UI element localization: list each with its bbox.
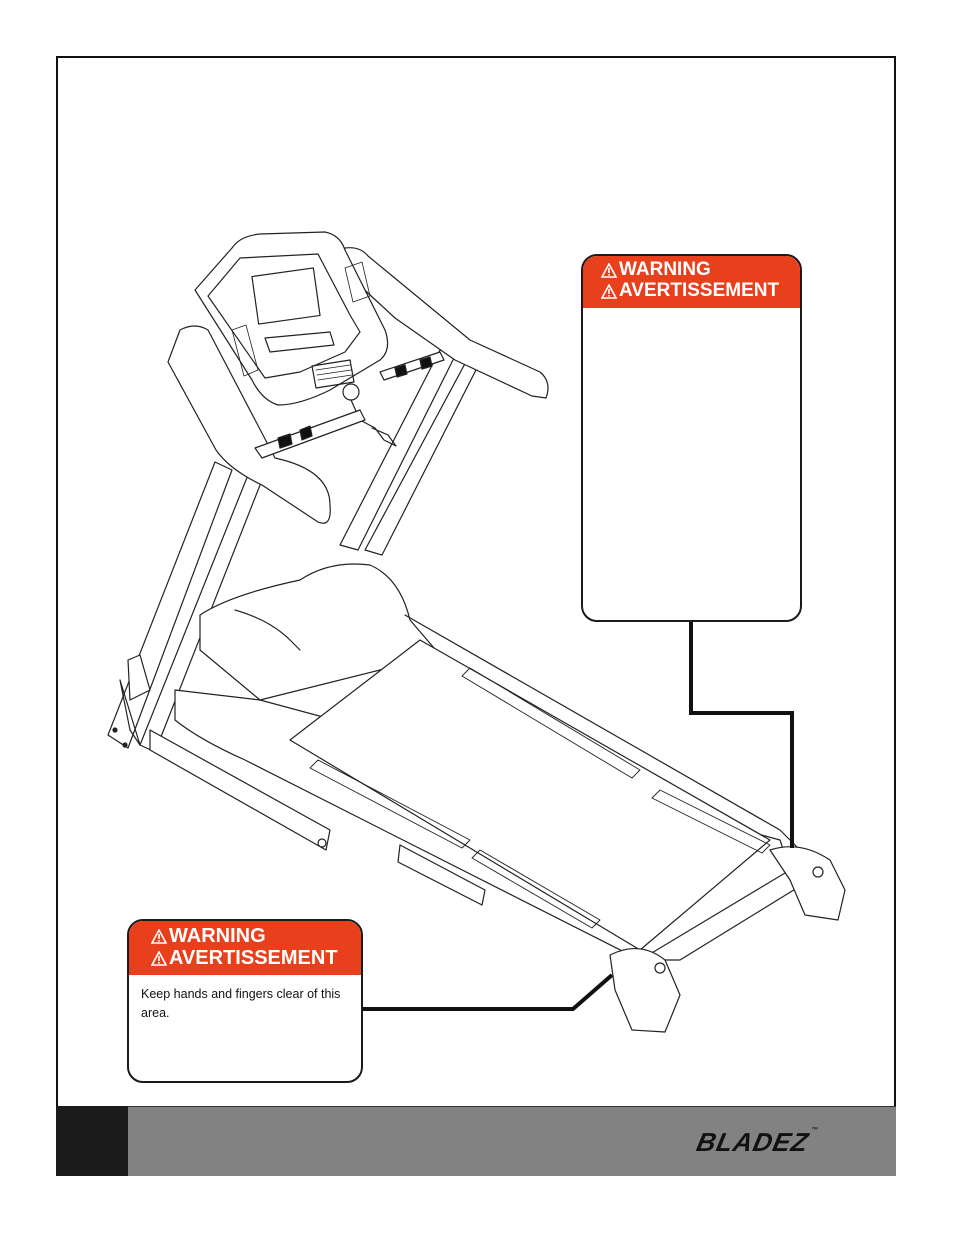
warning-triangle-icon: [151, 950, 167, 966]
warning-triangle-icon: [151, 928, 167, 944]
warning-text-fr: AVERTISSEMENT: [619, 279, 780, 301]
warning-header-bottom: WARNING AVERTISSEMENT: [129, 921, 361, 975]
warning-text-fr: AVERTISSEMENT: [169, 947, 338, 969]
trademark-symbol: ™: [809, 1127, 820, 1134]
warning-text-en: WARNING: [619, 259, 711, 280]
warning-label-top: WARNING AVERTISSEMENT: [581, 254, 802, 622]
warning-body-top: [583, 308, 800, 328]
page-number-block: [56, 1106, 128, 1176]
brand-logo: BLADEZ™: [693, 1127, 819, 1158]
warning-text-en: WARNING: [169, 925, 266, 947]
warning-header-top: WARNING AVERTISSEMENT: [583, 256, 800, 308]
warning-label-bottom: WARNING AVERTISSEMENT Keep hands and fin…: [127, 919, 363, 1083]
brand-name: BLADEZ: [693, 1127, 812, 1157]
warning-triangle-icon: [601, 262, 617, 278]
page-footer: BLADEZ™: [56, 1106, 896, 1176]
warning-body-bottom: Keep hands and fingers clear of this are…: [141, 987, 341, 1021]
warning-triangle-icon: [601, 283, 617, 299]
footer-bar: BLADEZ™: [128, 1106, 896, 1176]
leader-lines: [363, 622, 794, 1011]
